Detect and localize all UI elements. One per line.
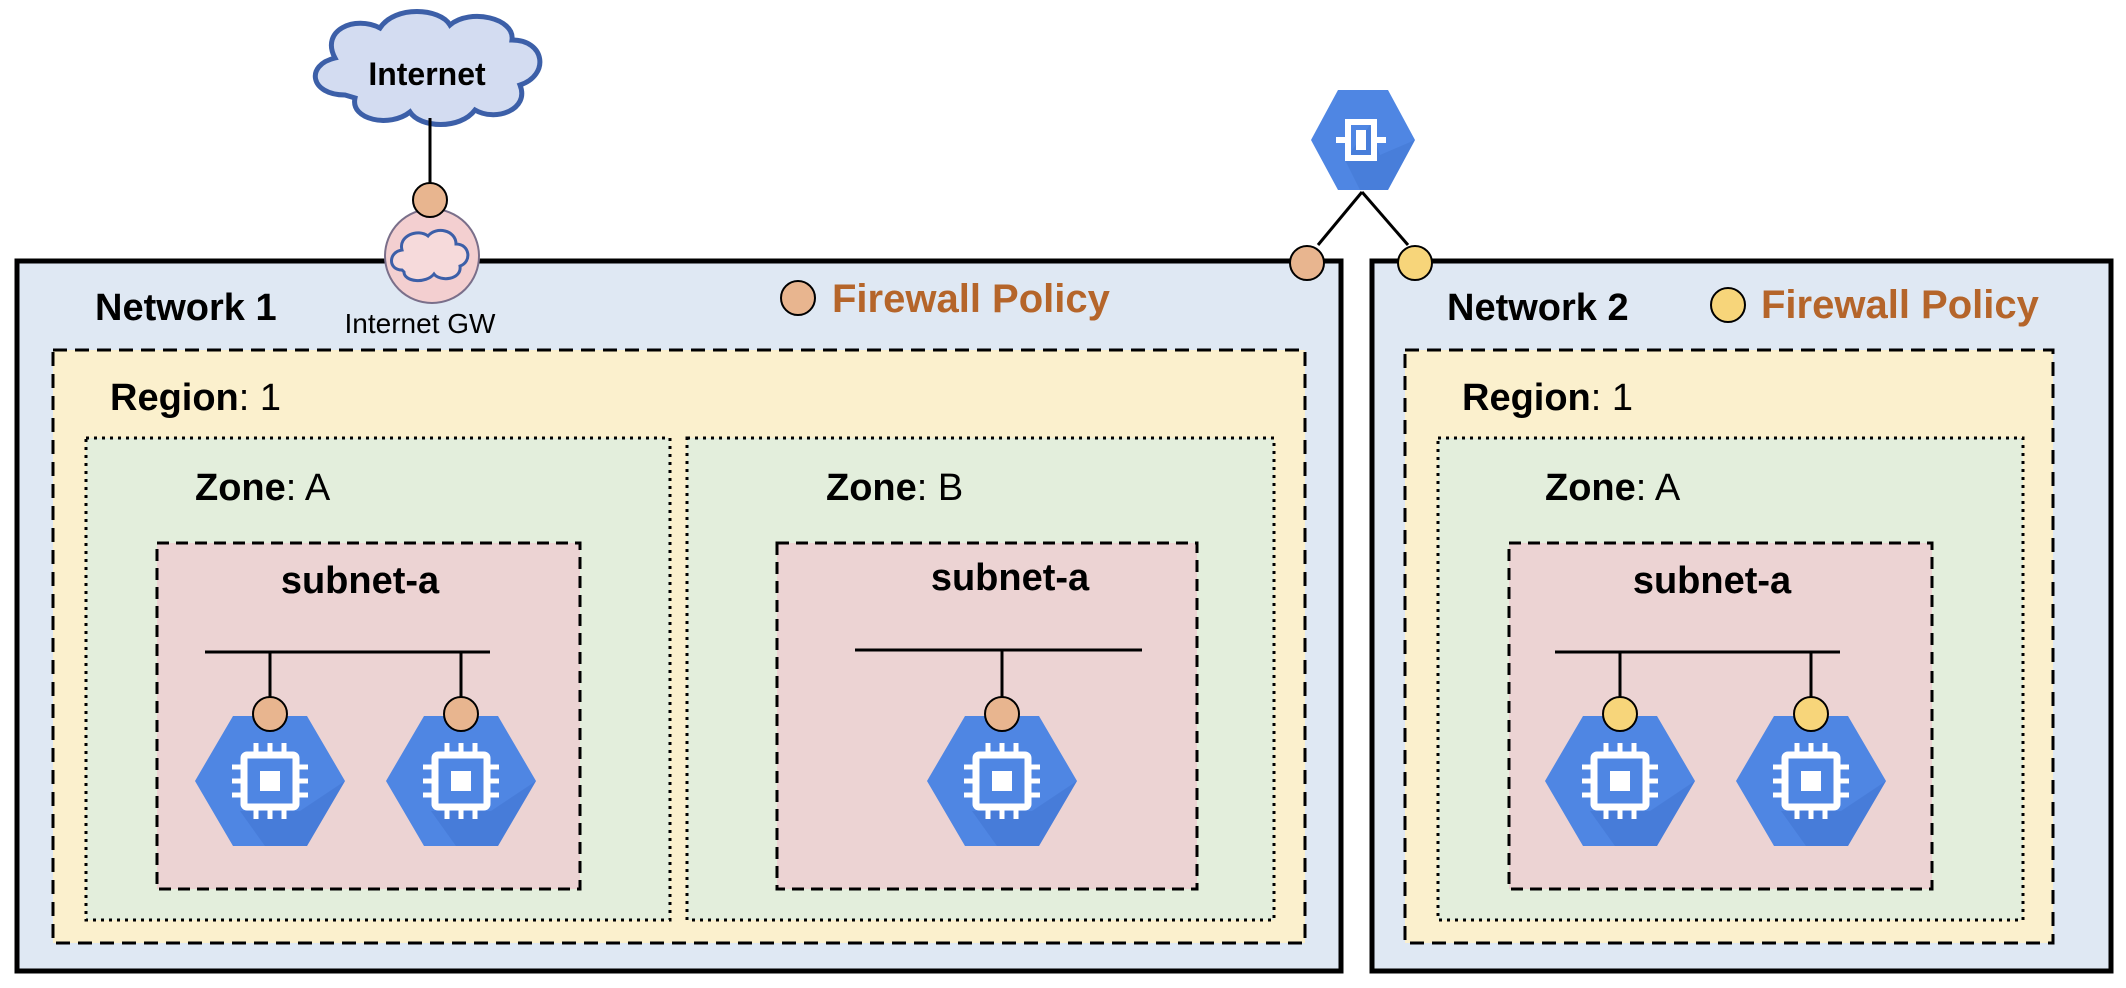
region-label: Region: 1 <box>1462 377 1633 419</box>
firewall-policy-marker <box>443 696 479 732</box>
firewall-policy-marker <box>252 696 288 732</box>
network-1-firewall-label: Firewall Policy <box>832 277 1111 321</box>
network-1: Network 1 Firewall Policy Region: 1 Zone… <box>14 182 1344 974</box>
firewall-policy-marker <box>412 182 448 218</box>
vpn-link-network-2 <box>1360 191 1410 246</box>
cloud-vpn-icon <box>1311 90 1415 190</box>
vpn-endpoint-network-2 <box>1397 245 1433 281</box>
internet-label: Internet <box>368 56 486 92</box>
subnet-label: subnet-a <box>1633 560 1792 602</box>
network-2: Network 2 Firewall Policy Region: 1 Zone… <box>1369 245 2114 974</box>
zone-label: Zone: B <box>826 467 963 509</box>
subnet-label: subnet-a <box>931 557 1090 599</box>
network-2-label: Network 2 <box>1447 287 1629 329</box>
region-label: Region: 1 <box>110 377 281 419</box>
internet-gateway-label: Internet GW <box>345 308 497 339</box>
firewall-policy-marker <box>1793 696 1829 732</box>
zone-label: Zone: A <box>195 467 331 509</box>
firewall-policy-marker <box>780 280 816 316</box>
vpn-link-network-1 <box>1316 191 1364 246</box>
firewall-policy-marker <box>1602 696 1638 732</box>
network-2-firewall-label: Firewall Policy <box>1761 283 2040 327</box>
firewall-policy-marker <box>1710 287 1746 323</box>
internet-gateway-icon <box>384 208 480 304</box>
network-1-label: Network 1 <box>95 287 277 329</box>
firewall-policy-marker <box>984 696 1020 732</box>
zone-label: Zone: A <box>1545 467 1681 509</box>
vpn-endpoint-network-1 <box>1289 245 1325 281</box>
subnet-label: subnet-a <box>281 560 440 602</box>
internet-cloud-icon <box>312 9 543 127</box>
